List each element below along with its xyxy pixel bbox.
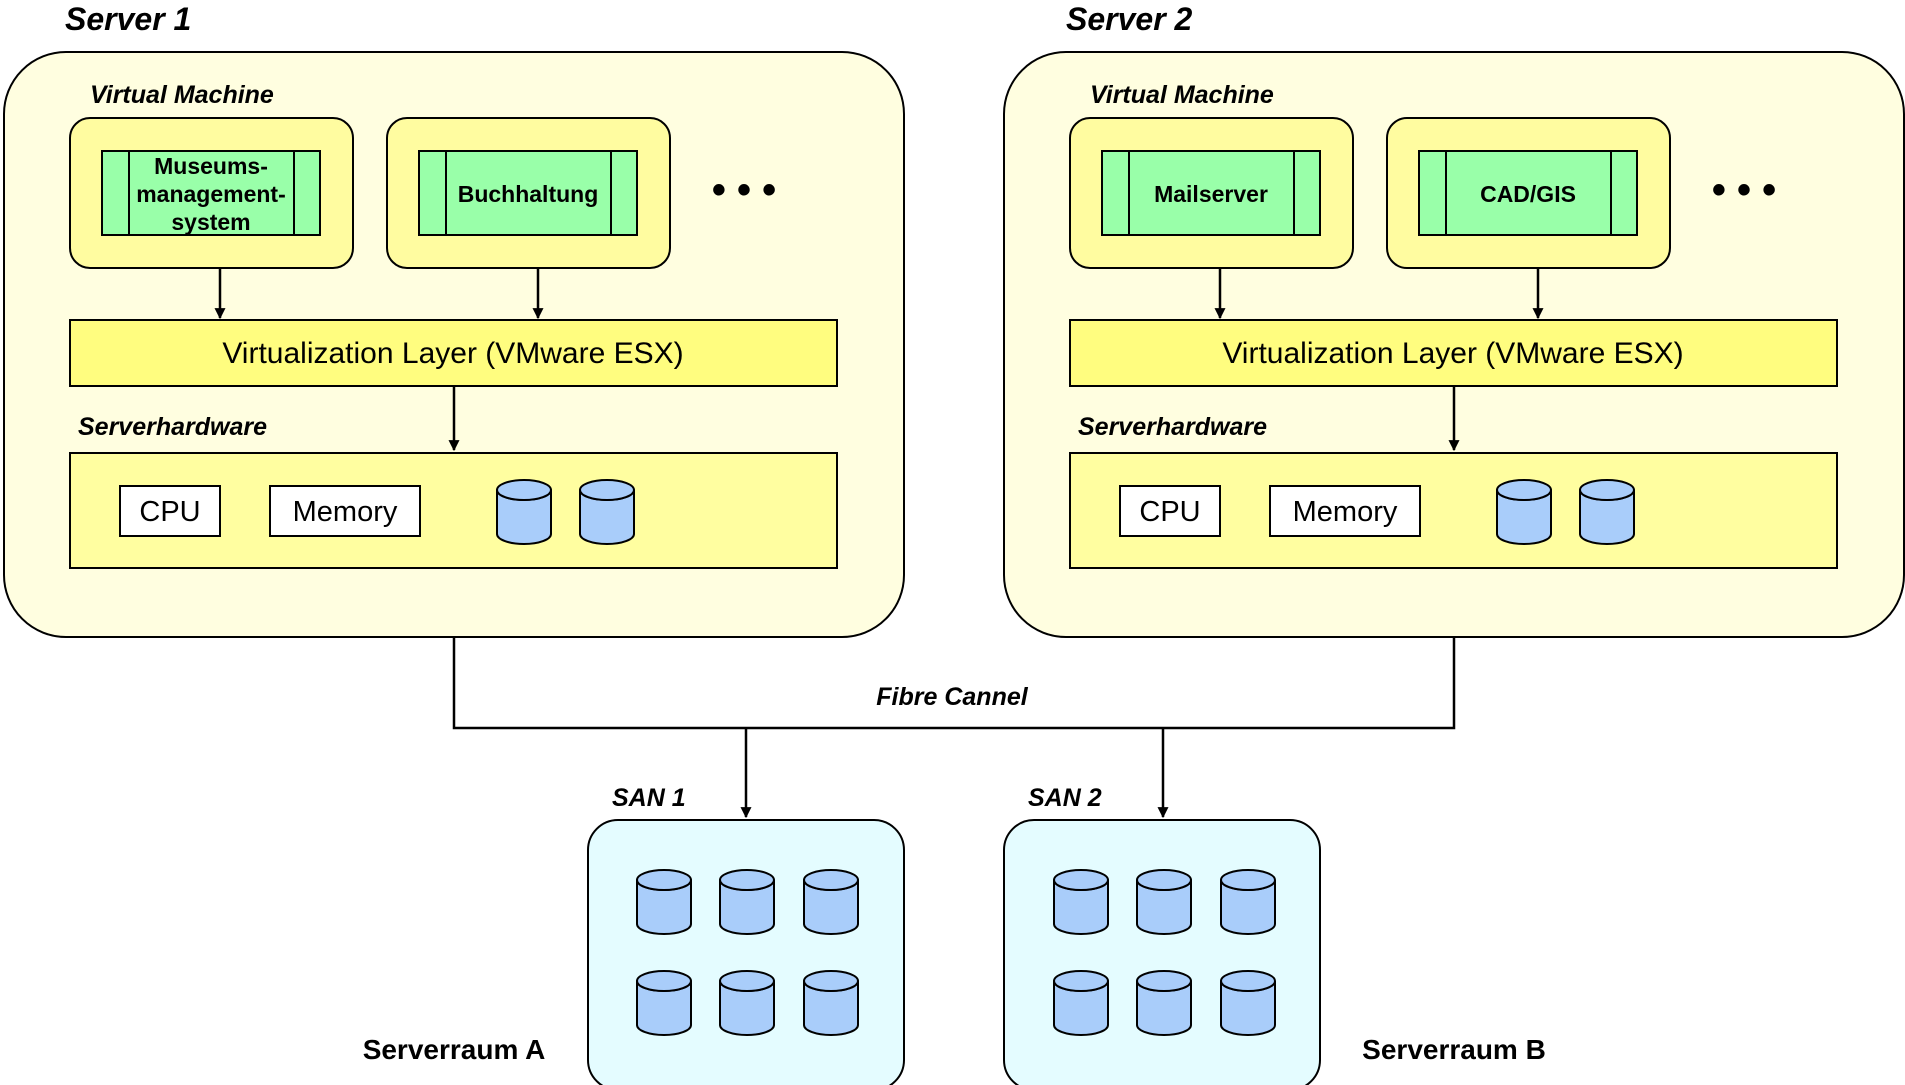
disk-icon bbox=[496, 479, 552, 545]
memory-label: Memory bbox=[293, 496, 398, 528]
server-1-app-2: Buchhaltung bbox=[418, 150, 638, 236]
virtualization-layer-label: Virtualization Layer (VMware ESX) bbox=[222, 337, 683, 370]
disk-icon bbox=[803, 869, 859, 935]
cpu-box bbox=[119, 485, 221, 537]
server-1-app-1: Museums- management- system bbox=[101, 150, 321, 236]
server-1-virtualization-layer bbox=[69, 319, 838, 387]
server-2-hardware-label: Serverhardware bbox=[1078, 413, 1267, 441]
disk-icon bbox=[1136, 970, 1192, 1036]
server-1-title: Server 1 bbox=[65, 1, 191, 37]
cpu-label: CPU bbox=[1139, 496, 1200, 528]
fibre-channel-connection: Fibre Cannel bbox=[452, 637, 1456, 819]
server-1-hardware-label: Serverhardware bbox=[78, 413, 267, 441]
server-2-title: Server 2 bbox=[1066, 1, 1193, 37]
san-2-room-label: Serverraum B bbox=[1362, 1034, 1546, 1065]
app-label-line: system bbox=[171, 209, 250, 235]
disk-icon bbox=[1053, 970, 1109, 1036]
san-2-box bbox=[1003, 819, 1321, 1085]
disk-icon bbox=[1496, 479, 1552, 545]
cpu-box bbox=[1119, 485, 1221, 537]
san-1-label: SAN 1 bbox=[612, 784, 686, 812]
disk-icon bbox=[1579, 479, 1635, 545]
server-2-app-2: CAD/GIS bbox=[1418, 150, 1638, 236]
san-1-room-label: Serverraum A bbox=[363, 1034, 546, 1065]
disk-icon bbox=[636, 970, 692, 1036]
disk-icon bbox=[1136, 869, 1192, 935]
app-label-line: CAD/GIS bbox=[1480, 181, 1576, 207]
san-1: SAN 1 Serverraum A bbox=[363, 784, 905, 1085]
virtualization-layer-label: Virtualization Layer (VMware ESX) bbox=[1222, 337, 1683, 370]
san-2-label: SAN 2 bbox=[1028, 784, 1102, 812]
server-1-vm-label: Virtual Machine bbox=[90, 81, 274, 109]
fibre-channel-bus bbox=[452, 637, 1456, 730]
app-label-line: Mailserver bbox=[1154, 181, 1268, 207]
app-label-line: Museums- bbox=[154, 153, 268, 179]
memory-box bbox=[1269, 485, 1421, 537]
disk-icon bbox=[1220, 970, 1276, 1036]
server-2-vm-label: Virtual Machine bbox=[1090, 81, 1274, 109]
disk-icon bbox=[1053, 869, 1109, 935]
disk-icon bbox=[1220, 869, 1276, 935]
disk-icon bbox=[719, 970, 775, 1036]
cpu-label: CPU bbox=[139, 496, 200, 528]
disk-icon bbox=[803, 970, 859, 1036]
memory-label: Memory bbox=[1293, 496, 1398, 528]
more-vms-indicator: • • • bbox=[712, 168, 776, 212]
server-2-virtualization-layer bbox=[1069, 319, 1838, 387]
app-label-line: Buchhaltung bbox=[458, 181, 599, 207]
san-2: SAN 2 Serverraum B bbox=[1003, 784, 1546, 1085]
disk-icon bbox=[636, 869, 692, 935]
server-1: Server 1 Virtual Machine Museums- manage… bbox=[3, 1, 905, 638]
fibre-channel-label: Fibre Cannel bbox=[876, 683, 1028, 711]
san-1-box bbox=[587, 819, 905, 1085]
disk-icon bbox=[719, 869, 775, 935]
server-2: Server 2 Virtual Machine Mailserver CAD/… bbox=[1003, 1, 1905, 638]
more-vms-indicator: • • • bbox=[1712, 168, 1776, 212]
disk-icon bbox=[579, 479, 635, 545]
server-2-app-1: Mailserver bbox=[1101, 150, 1321, 236]
app-label-line: management- bbox=[136, 181, 286, 207]
memory-box bbox=[269, 485, 421, 537]
